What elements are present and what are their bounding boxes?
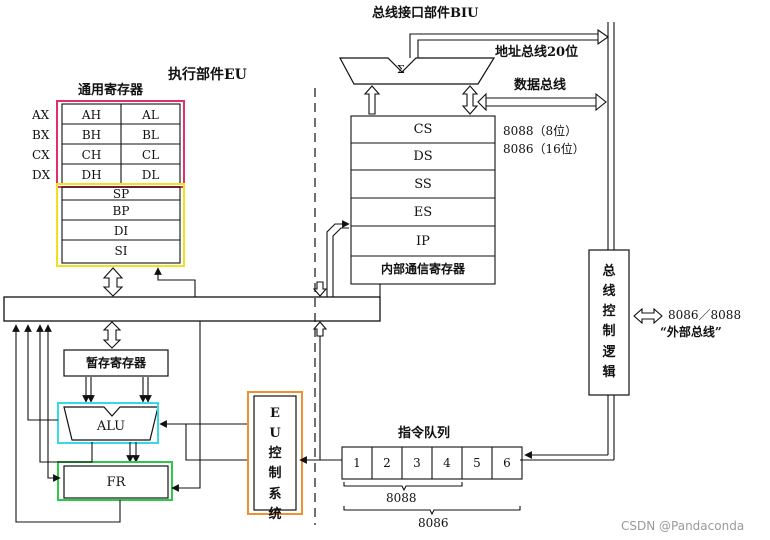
- data-bus-arrowhead-right: [595, 92, 607, 112]
- reg-name-ax: AX: [32, 108, 50, 122]
- reg-ss: SS: [414, 177, 432, 192]
- queue-to-control-line: [300, 336, 342, 460]
- reg-name-dx: DX: [32, 168, 51, 182]
- queue-cell-3: 3: [413, 456, 421, 470]
- segment-register-table: [350, 115, 496, 285]
- eu-feedback-lines: [12, 324, 121, 523]
- bus-control-logic-box: [588, 249, 630, 396]
- brace-8086-label: 8086: [418, 516, 449, 530]
- temp-bus-arrow: [102, 321, 122, 349]
- pointer-registers-highlight: [56, 183, 185, 267]
- adder-symbol: Σ: [397, 63, 405, 76]
- temp-register-box: [63, 349, 169, 377]
- data-bus-label: 数据总线: [514, 78, 567, 93]
- reg-name-bx: BX: [32, 128, 50, 142]
- registers-bus-arrow: [102, 267, 124, 297]
- queue-cell-1: 1: [353, 456, 361, 470]
- reg-bl: BL: [142, 128, 159, 142]
- temp-register-label: 暂存寄存器: [85, 356, 146, 370]
- control-lines: [159, 321, 248, 492]
- data-bus-line: [482, 97, 600, 107]
- general-registers-title: 通用寄存器: [78, 83, 144, 98]
- reg-sp: SP: [112, 187, 130, 201]
- external-bus-ratio: 8086／8088: [668, 308, 742, 322]
- system-bus-lines: [520, 22, 615, 461]
- fr-box: [63, 465, 169, 499]
- brace-8086: [343, 506, 521, 516]
- reg-dh: DH: [81, 168, 102, 182]
- reg-al: AL: [142, 108, 159, 122]
- biu-title: 总线接口部件BIU: [372, 6, 479, 21]
- internal-bus: [3, 296, 381, 322]
- reg-ch: CH: [81, 148, 102, 162]
- bus-control-logic-label: 总线控制逻辑: [602, 264, 616, 380]
- temp-alu-arrows: [82, 377, 152, 403]
- bus-divider-arrows: [312, 281, 328, 337]
- adder-input-arrows: [363, 85, 479, 115]
- reg-ds: DS: [413, 149, 433, 164]
- reg-es: ES: [413, 205, 433, 220]
- pointer-register-table: [61, 186, 181, 264]
- eu-control-label: EU控制系统: [268, 406, 282, 522]
- note-8088: 8088（8位）: [503, 124, 578, 138]
- reg-name-cx: CX: [32, 148, 50, 162]
- instruction-queue-title: 指令队列: [398, 426, 451, 441]
- alu-fr-arrows: [126, 442, 140, 463]
- reg-bp: BP: [112, 204, 130, 218]
- queue-cell-2: 2: [383, 456, 391, 470]
- queue-cell-4: 4: [443, 456, 451, 470]
- queue-cell-6: 6: [503, 456, 511, 470]
- reg-di: DI: [113, 224, 129, 238]
- reg-bh: BH: [81, 128, 102, 142]
- reg-cl: CL: [141, 148, 160, 162]
- brace-8088: [343, 482, 463, 492]
- fr-label: FR: [106, 475, 126, 490]
- address-bus-line: [409, 33, 602, 58]
- reg-ah: AH: [81, 108, 102, 122]
- alu-label: ALU: [96, 419, 126, 434]
- alu-shape: [63, 406, 159, 441]
- internal-comm-register-label: 内部通信寄存器: [380, 262, 465, 276]
- queue-cell-5: 5: [473, 456, 481, 470]
- biu-bus-connection: [326, 220, 381, 297]
- address-bus-label: 地址总线20位: [495, 45, 579, 60]
- reg-cs: CS: [413, 122, 433, 137]
- external-bus-arrow: [633, 307, 663, 325]
- address-adder-shape: [338, 57, 496, 85]
- instruction-queue-table: [341, 446, 523, 480]
- address-bus-arrowhead: [597, 28, 609, 46]
- reg-si: SI: [114, 244, 128, 258]
- external-bus-label: “外部总线”: [660, 325, 722, 339]
- watermark: CSDN @Pandaconda: [621, 519, 745, 533]
- eu-title: 执行部件EU: [168, 67, 247, 83]
- data-bus-arrowhead-left: [477, 92, 487, 112]
- reg-ip: IP: [416, 234, 430, 249]
- si-bus-line: [154, 267, 196, 297]
- brace-8088-label: 8088: [386, 491, 417, 505]
- reg-dl: DL: [141, 168, 160, 182]
- note-8086: 8086（16位）: [503, 142, 585, 156]
- address-bus-line-2: [417, 39, 602, 58]
